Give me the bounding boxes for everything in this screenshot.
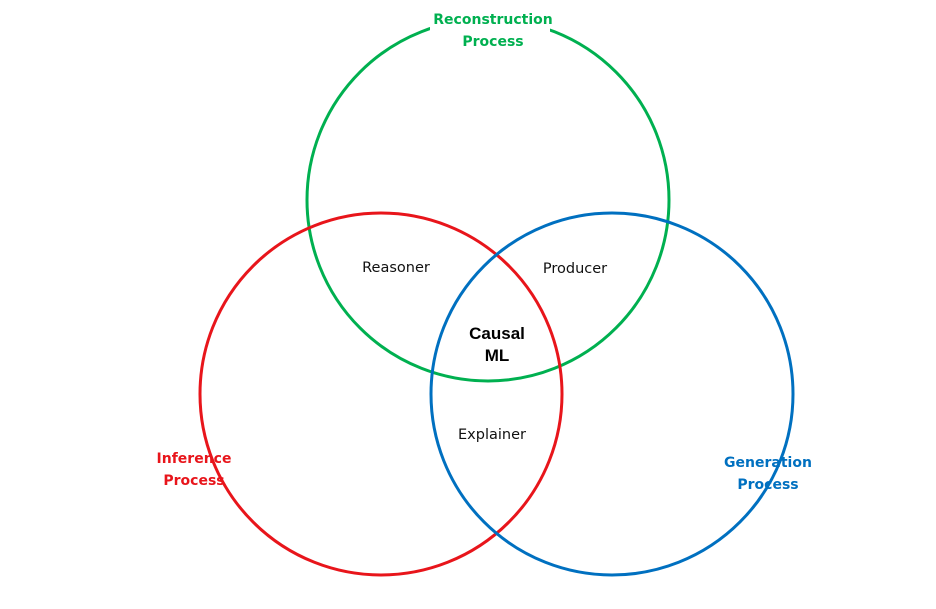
explainer-region-label: Explainer [458, 427, 526, 443]
inference-process-label: Inference Process [157, 451, 232, 489]
reconstruction-process-label: Reconstruction Process [433, 12, 552, 50]
causal-ml-center-label: Causal ML [469, 324, 525, 365]
reconstruction-label-background [430, 8, 550, 50]
center-label-line1: Causal [469, 324, 525, 343]
producer-region-label: Producer [543, 261, 607, 277]
reconstruction-label-line2: Process [462, 34, 523, 50]
generation-circle [429, 211, 795, 577]
center-label-line2: ML [485, 346, 510, 365]
inference-label-line2: Process [163, 473, 224, 489]
generation-process-label: Generation Process [724, 455, 812, 493]
inference-label-line1: Inference [157, 451, 232, 467]
inference-circle [198, 211, 564, 577]
reconstruction-label-line1: Reconstruction [433, 12, 552, 28]
generation-label-line1: Generation [724, 455, 812, 471]
generation-label-line2: Process [737, 477, 798, 493]
reasoner-region-label: Reasoner [362, 260, 430, 276]
